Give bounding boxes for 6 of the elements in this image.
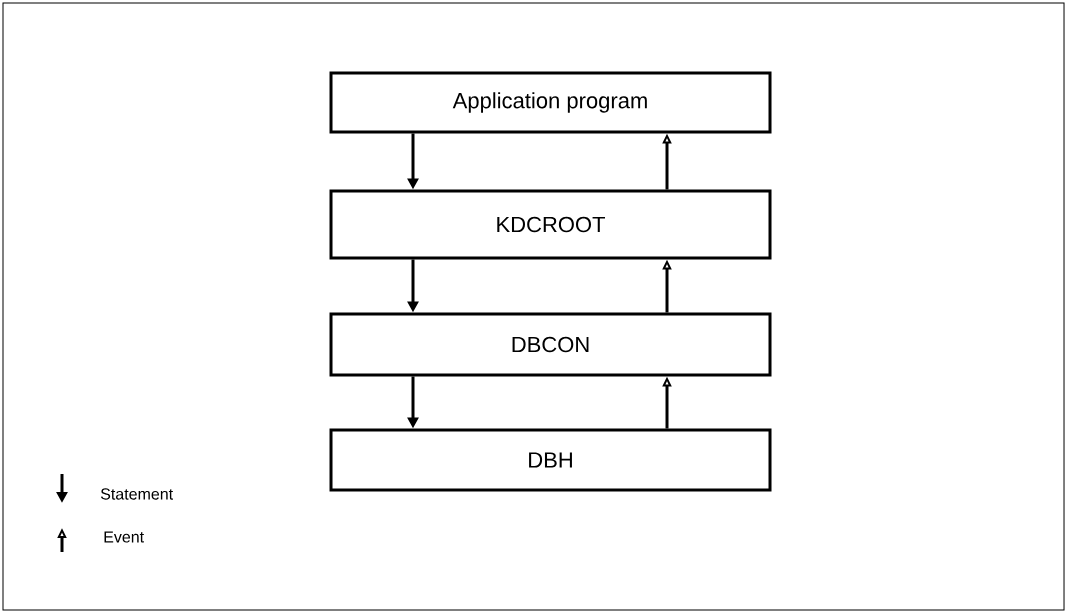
layer-box: DBH — [329, 428, 772, 492]
layer-box: KDCROOT — [329, 189, 772, 260]
legend-label: Statement — [100, 488, 173, 500]
layer-box: Application program — [329, 71, 772, 134]
legend-label: Event — [104, 531, 144, 543]
layer-box: DBCON — [329, 312, 772, 377]
